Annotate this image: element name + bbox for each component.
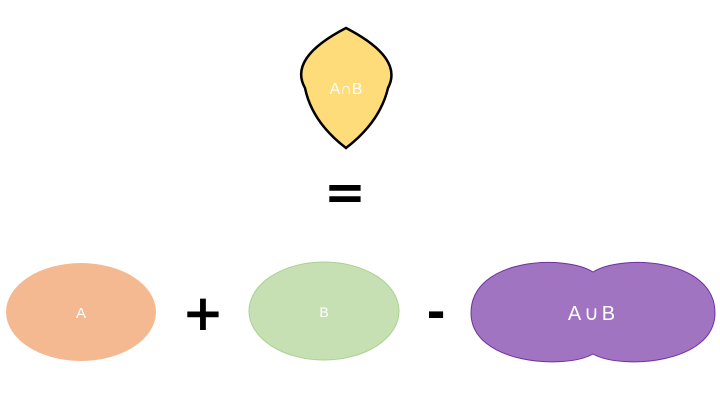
plus-operator: + [182, 284, 224, 342]
intersection-lens-shape [299, 26, 393, 150]
equals-operator: = [324, 163, 366, 221]
union-shape [470, 261, 716, 363]
intersection-label: A∩B [330, 81, 363, 98]
set-b-ellipse [248, 261, 400, 361]
minus-operator: - [426, 285, 445, 339]
union-label: A∪B [568, 303, 618, 325]
set-a-ellipse [6, 263, 156, 361]
set-b-label: B [319, 304, 328, 320]
set-a-label: A [76, 305, 86, 322]
